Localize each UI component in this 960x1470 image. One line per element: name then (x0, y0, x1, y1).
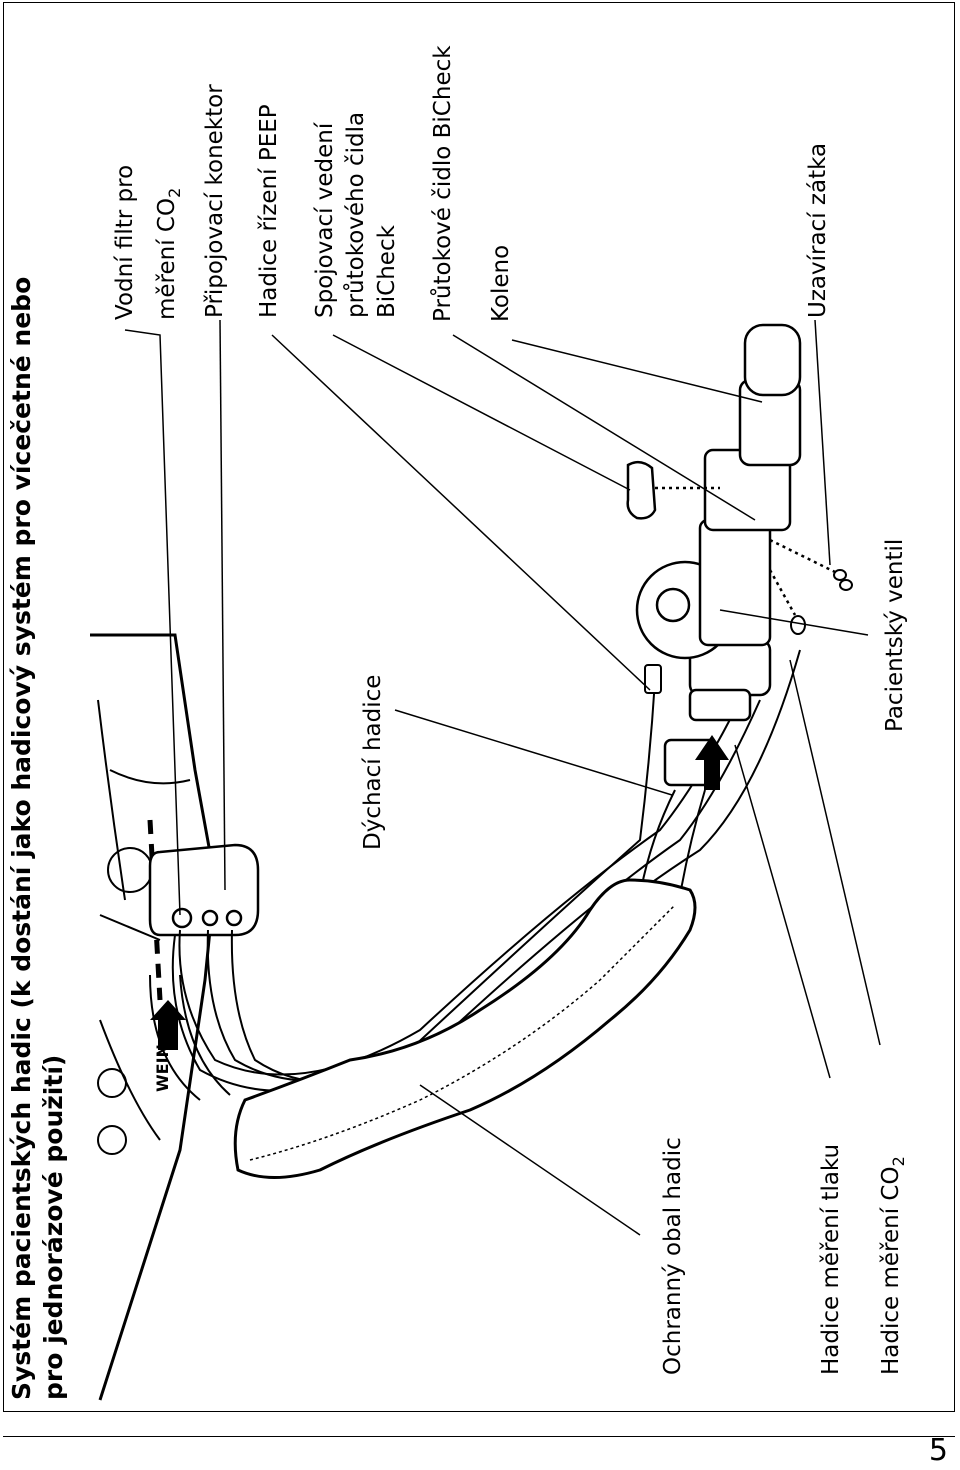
connector-box (148, 843, 260, 937)
label-elbow: Koleno (488, 245, 514, 322)
page-frame (3, 2, 955, 1412)
bicheck-line-2: průtokového čidla (342, 112, 369, 318)
bicheck-line-1: Spojovací vedení (312, 122, 338, 318)
label-breathing-hose: Dýchací hadice (360, 675, 386, 850)
peep-hose-end (644, 664, 662, 694)
leader-lines (124, 319, 881, 1236)
label-patient-valve: Pacientský ventil (882, 539, 908, 732)
patient-assembly (635, 323, 802, 787)
hose-end (790, 615, 806, 635)
page-title: Systém pacientských hadic (k dostání jak… (7, 277, 68, 1400)
water-filter-line-1: Vodní filtr pro (112, 165, 138, 320)
label-connector: Připojovací konektor (202, 84, 228, 318)
page-number: 5 (928, 1433, 948, 1468)
co2-hose-text: Hadice měření CO (878, 1166, 904, 1375)
label-peep-hose: Hadice řízení PEEP (256, 104, 282, 318)
protective-cover-sleeve (233, 878, 697, 1179)
label-bicheck-line: Spojovací vedení průtokového čidla BiChe… (312, 112, 400, 318)
water-filter-line-2: měření CO2 (154, 188, 184, 320)
label-bicheck-sensor: Průtokové čidlo BiCheck (429, 45, 456, 322)
bicheck-line-3: BiCheck (374, 224, 400, 318)
dotted-connections (655, 486, 836, 616)
footer-rule (3, 1436, 955, 1437)
label-protective-cover: Ochranný obal hadic (660, 1137, 686, 1375)
label-plug: Uzavírací zátka (805, 143, 831, 318)
title-line-2: pro jednorázové použití) (39, 1055, 68, 1400)
device-brand: WEIN (153, 1044, 172, 1092)
bicheck-connector-cap (626, 460, 657, 520)
water-filter-subscript: 2 (165, 188, 184, 198)
sealing-plug (833, 569, 853, 591)
label-water-filter: Vodní filtr pro měření CO2 (112, 165, 184, 320)
co2-hose-subscript: 2 (889, 1156, 908, 1166)
label-co2-hose: Hadice měření CO2 (878, 1156, 908, 1375)
label-pressure-hose: Hadice měření tlaku (818, 1144, 844, 1375)
water-filter-text: měření CO (154, 198, 180, 320)
title-line-1: Systém pacientských hadic (k dostání jak… (7, 277, 36, 1400)
breathing-hose-body (149, 789, 706, 1101)
hose-connect-arrow-icon (695, 735, 729, 790)
